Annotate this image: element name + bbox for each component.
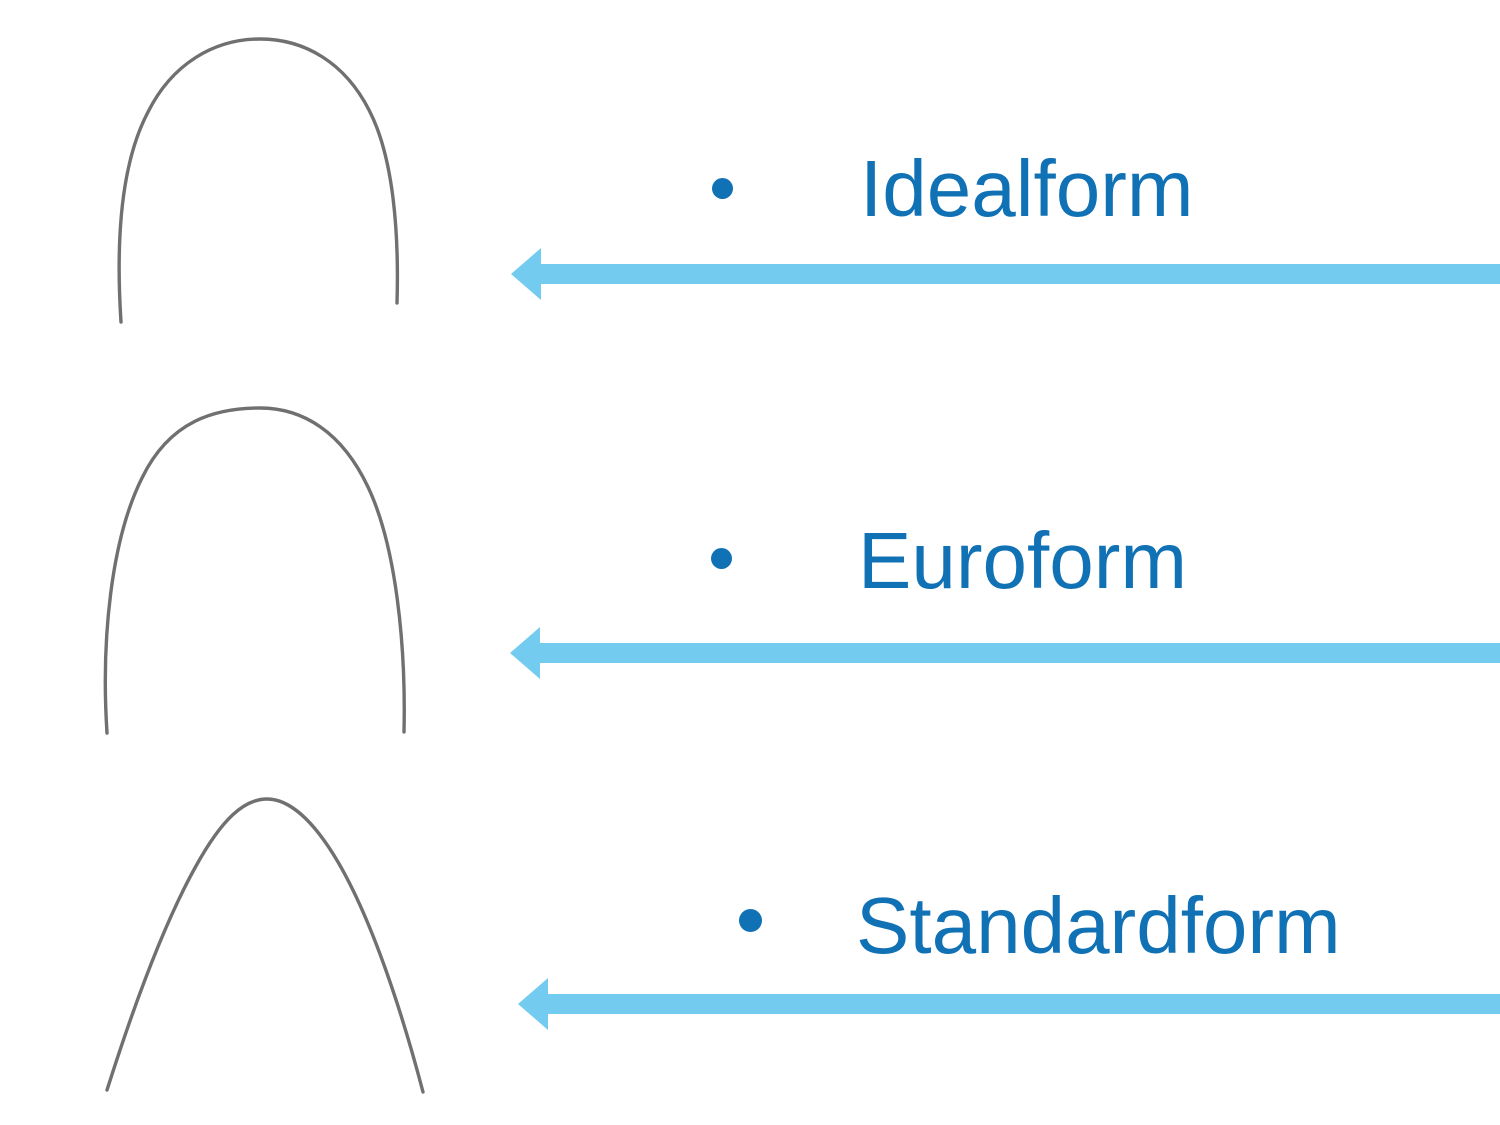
archwire-idealform-icon [117, 37, 400, 324]
arrow-shaft [546, 994, 1500, 1014]
archwire-standardform-icon [105, 797, 425, 1094]
arrow-head [511, 248, 541, 300]
arrow-head [510, 627, 540, 679]
left-arrow-icon [511, 248, 1500, 300]
bullet-dot [712, 178, 733, 199]
left-arrow-icon [510, 627, 1500, 679]
arrow-shaft [538, 643, 1500, 663]
bullet-dot [711, 548, 732, 569]
arch-form-label-standardform: Standardform [856, 881, 1341, 970]
archwire-euroform-icon [103, 406, 406, 735]
arrow-shaft [539, 264, 1500, 284]
bullet-dot [739, 909, 762, 932]
left-arrow-icon [518, 978, 1500, 1030]
arrow-head [518, 978, 548, 1030]
arch-form-label-euroform: Euroform [858, 516, 1187, 605]
arch-form-label-idealform: Idealform [860, 144, 1194, 233]
